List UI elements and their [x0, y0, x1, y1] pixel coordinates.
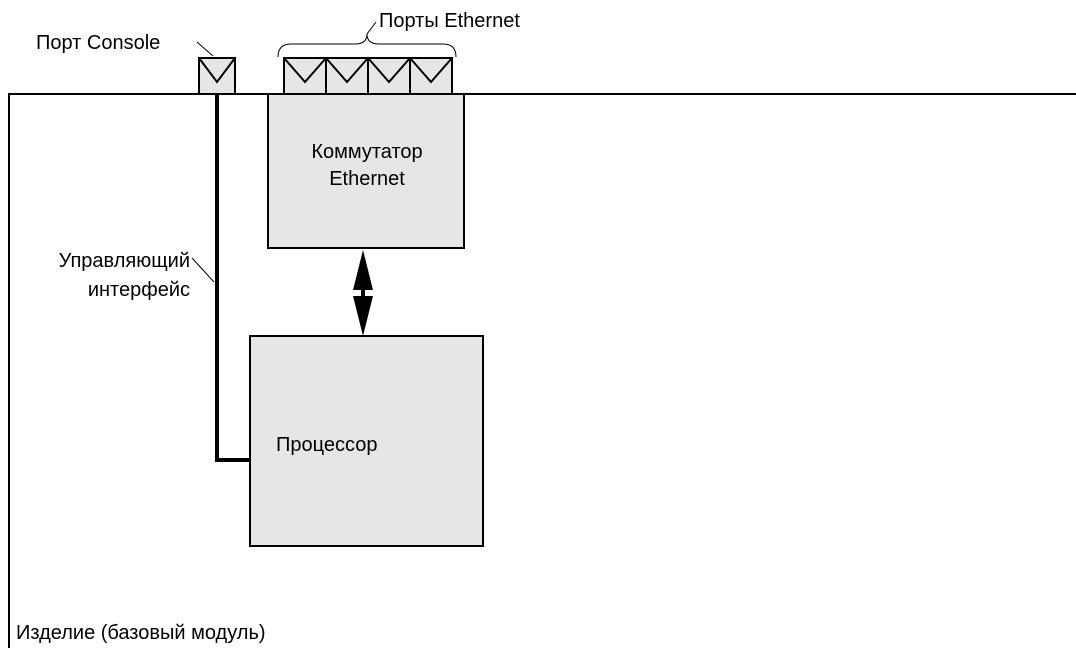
ethernet-switch-label-line1: Коммутатор: [311, 141, 422, 163]
ethernet-switch-block: [267, 93, 465, 249]
console-port-label: Порт Console: [36, 32, 160, 54]
device-outline: [8, 93, 1076, 648]
ethernet-port: [325, 57, 369, 95]
ethernet-ports-leader: [366, 21, 377, 35]
management-interface-line: [215, 95, 250, 462]
device-label: Изделие (базовый модуль): [16, 622, 266, 644]
ethernet-ports-brace: [277, 33, 457, 58]
ethernet-switch-label-line2: Ethernet: [329, 168, 405, 190]
management-interface-leader: [191, 257, 215, 283]
ethernet-ports: [283, 57, 453, 95]
management-interface-label-line2: интерфейс: [88, 279, 190, 301]
ethernet-ports-label: Порты Ethernet: [379, 10, 520, 32]
console-port-leader: [196, 41, 214, 57]
console-port: [198, 57, 236, 95]
switch-processor-link: [353, 250, 373, 336]
ethernet-port: [283, 57, 327, 95]
processor-block: [249, 335, 484, 547]
arrow-down-icon: [353, 296, 373, 336]
ethernet-port: [367, 57, 411, 95]
management-interface-label-line1: Управляющий: [59, 250, 190, 272]
ethernet-port: [409, 57, 453, 95]
arrow-up-icon: [353, 250, 373, 290]
processor-label: Процессор: [276, 434, 377, 456]
